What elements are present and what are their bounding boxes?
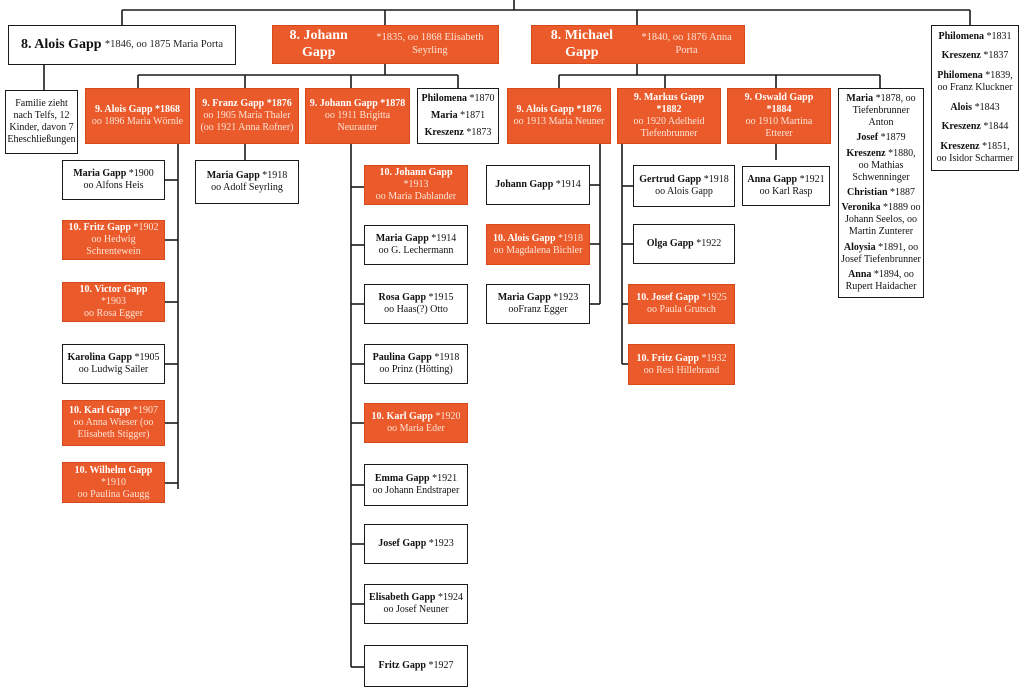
gen9-markus-box: 9. Markus Gapp *1882 oo 1920 Adelheid Ti… bbox=[617, 88, 721, 144]
child-entry: Kreszenz *1880, oo Mathias Schwenninger bbox=[846, 147, 916, 183]
person-box: 10. Josef Gapp *1925 oo Paula Grutsch bbox=[628, 284, 735, 324]
gen9-johann-box: 9. Johann Gapp *1878 oo 1911 Brigitta Ne… bbox=[305, 88, 410, 144]
alois-family-note: Familie zieht nach Telfs, 12 Kinder, dav… bbox=[5, 90, 78, 154]
person-box: Maria Gapp *1923 ooFranz Egger bbox=[486, 284, 590, 324]
sibling-entry: Kreszenz *1844 bbox=[941, 121, 1009, 133]
child-entry: Kreszenz *1873 bbox=[424, 127, 492, 139]
person-box: Karolina Gapp *1905 oo Ludwig Sailer bbox=[62, 344, 165, 384]
gen8-michael-name: 8. Michael Gapp bbox=[550, 27, 613, 60]
person-box: Josef Gapp *1923 bbox=[364, 524, 468, 564]
gen8-alois-box: 8. Alois Gapp *1846, oo 1875 Maria Porta bbox=[8, 25, 236, 65]
child-entry: Josef *1879 bbox=[856, 132, 906, 144]
sibling-entry: Philomena *1831 bbox=[938, 30, 1012, 42]
sibling-entry: Kreszenz *1851, oo Isidor Scharmer bbox=[936, 141, 1014, 165]
child-entry: Maria *1878, oo Tiefenbrunner Anton bbox=[846, 92, 916, 128]
person-box: Emma Gapp *1921 oo Johann Endstraper bbox=[364, 464, 468, 506]
person-box: 10. Alois Gapp *1918 oo Magdalena Bichle… bbox=[486, 224, 590, 265]
person-box: 10. Karl Gapp *1907 oo Anna Wieser (oo E… bbox=[62, 400, 165, 446]
person-box: Elisabeth Gapp *1924 oo Josef Neuner bbox=[364, 584, 468, 624]
gen9-franz-box: 9. Franz Gapp *1876 oo 1905 Maria Thaler… bbox=[195, 88, 299, 144]
child-entry: Maria *1871 bbox=[430, 109, 486, 121]
gen8-michael-info: *1840, oo 1876 Anna Porta bbox=[641, 31, 732, 56]
person-box: Anna Gapp *1921 oo Karl Rasp bbox=[742, 166, 830, 206]
siblings-box: Philomena *1831 Kreszenz *1837 Philomena… bbox=[931, 25, 1019, 171]
child-entry: Christian *1887 bbox=[846, 186, 916, 198]
person-box: Maria Gapp *1900 oo Alfons Heis bbox=[62, 160, 165, 200]
gen8-johann-box: 8. Johann Gapp *1835, oo 1868 Elisabeth … bbox=[272, 25, 499, 64]
johann-other-children-box: Philomena *1870 Maria *1871 Kreszenz *18… bbox=[417, 88, 499, 144]
child-entry: Veronika *1889 oo Johann Seelos, oo Mart… bbox=[841, 202, 921, 238]
gen9-oswald-box: 9. Oswald Gapp *1884 oo 1910 Martina Ett… bbox=[727, 88, 831, 144]
child-entry: Aloysia *1891, oo Josef Tiefenbrunner bbox=[841, 241, 921, 265]
gen9-alois-box: 9. Alois Gapp *1868 oo 1896 Maria Wörnle bbox=[85, 88, 190, 144]
person-box: 10. Fritz Gapp *1932 oo Resi Hillebrand bbox=[628, 344, 735, 385]
gen8-michael-box: 8. Michael Gapp *1840, oo 1876 Anna Port… bbox=[531, 25, 745, 64]
gen8-alois-name: 8. Alois Gapp bbox=[20, 36, 102, 52]
gen8-johann-info: *1835, oo 1868 Elisabeth Seyrling bbox=[376, 31, 484, 56]
person-box: Fritz Gapp *1927 bbox=[364, 645, 468, 687]
person-box: Paulina Gapp *1918 oo Prinz (Hötting) bbox=[364, 344, 468, 384]
person-box: 10. Johann Gapp *1913 oo Maria Dablander bbox=[364, 165, 468, 205]
person-box: 10. Karl Gapp *1920 oo Maria Eder bbox=[364, 403, 468, 443]
child-entry: Philomena *1870 bbox=[421, 92, 495, 104]
person-box: Gertrud Gapp *1918 oo Alois Gapp bbox=[633, 165, 735, 207]
person-box: 10. Victor Gapp *1903 oo Rosa Egger bbox=[62, 282, 165, 322]
person-box: Maria Gapp *1918 oo Adolf Seyrling bbox=[195, 160, 299, 204]
person-box: Olga Gapp *1922 bbox=[633, 224, 735, 264]
sibling-entry: Philomena *1839, oo Franz Kluckner bbox=[937, 70, 1013, 94]
child-entry: Anna *1894, oo Rupert Haidacher bbox=[845, 269, 917, 293]
gen8-alois-info: *1846, oo 1875 Maria Porta bbox=[104, 38, 224, 50]
gen9-alois-b-box: 9. Alois Gapp *1876 oo 1913 Maria Neuner bbox=[507, 88, 611, 144]
person-box: Maria Gapp *1914 oo G. Lechermann bbox=[364, 225, 468, 265]
person-box: 10. Wilhelm Gapp *1910 oo Paulina Gaugg bbox=[62, 462, 165, 503]
sibling-entry: Alois *1843 bbox=[950, 101, 1000, 113]
sibling-entry: Kreszenz *1837 bbox=[941, 50, 1009, 62]
person-box: 10. Fritz Gapp *1902 oo Hedwig Schrentew… bbox=[62, 220, 165, 260]
person-box: Johann Gapp *1914 bbox=[486, 165, 590, 205]
person-box: Rosa Gapp *1915 oo Haas(?) Otto bbox=[364, 284, 468, 324]
michael-other-children-box: Maria *1878, oo Tiefenbrunner Anton Jose… bbox=[838, 88, 924, 298]
gen8-johann-name: 8. Johann Gapp bbox=[289, 27, 348, 60]
